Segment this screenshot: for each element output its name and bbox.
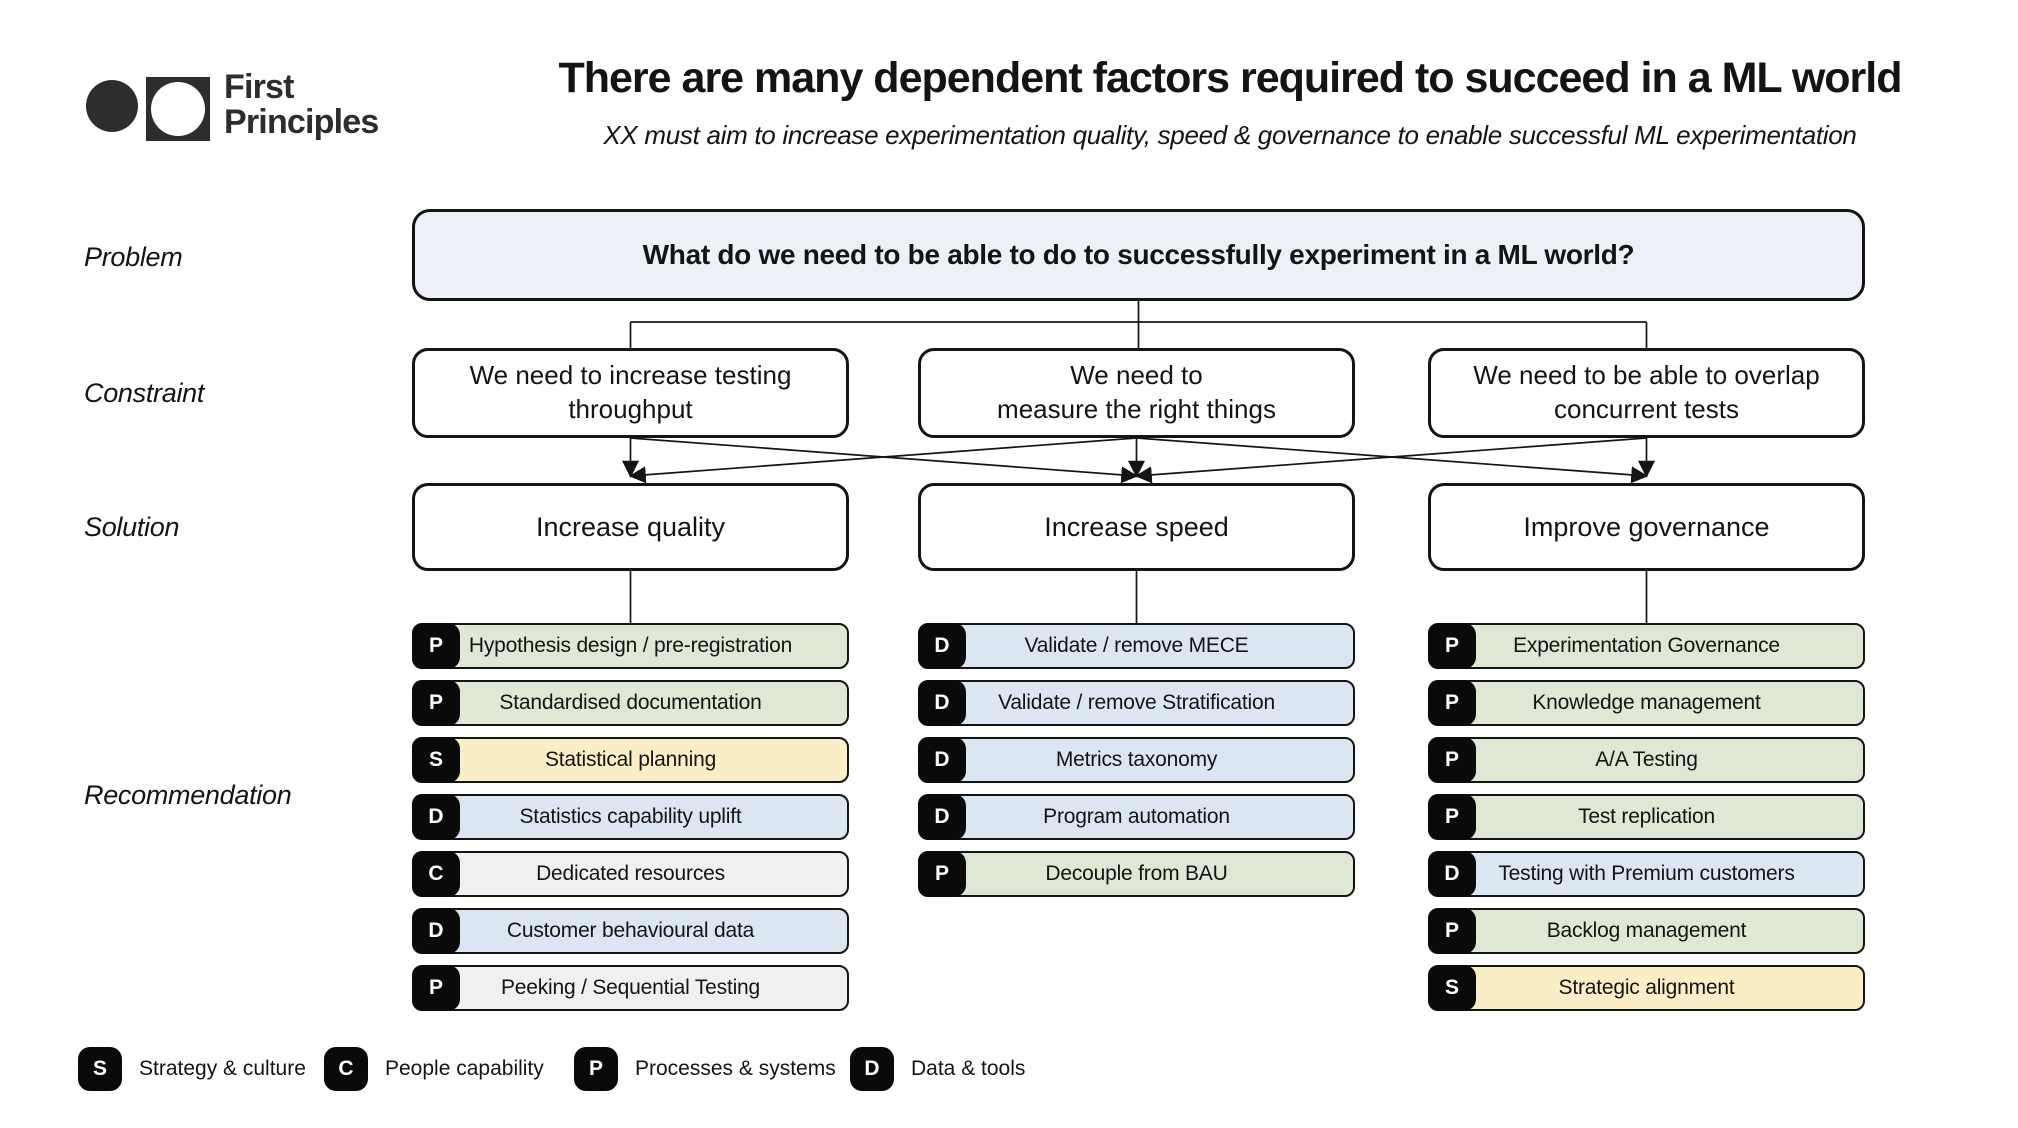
page-subtitle: XX must aim to increase experimentation … — [603, 120, 1857, 150]
recommendation-label: Dedicated resources — [536, 862, 725, 885]
recommendation-label: Standardised documentation — [499, 691, 762, 714]
recommendation-label: Validate / remove Stratification — [998, 691, 1275, 714]
recommendation-label: Metrics taxonomy — [1055, 748, 1218, 771]
legend-label: People capability — [385, 1057, 544, 1080]
recommendation-label: Program automation — [1043, 805, 1230, 828]
recommendation-label: Customer behavioural data — [506, 919, 755, 942]
recommendation-pill: D Customer behavioural data — [412, 908, 849, 954]
legend-badge-s: S — [78, 1047, 122, 1091]
constraint-box-3: We need to be able to overlap concurrent… — [1428, 348, 1865, 438]
recommendation-label: Testing with Premium customers — [1498, 862, 1795, 885]
constraint-box-1: We need to increase testing throughput — [412, 348, 849, 438]
recommendation-pill: D Validate / remove Stratification — [918, 680, 1355, 726]
recommendation-pill: D Statistics capability uplift — [412, 794, 849, 840]
recommendation-label: Validate / remove MECE — [1024, 634, 1249, 657]
category-badge-p: P — [1428, 737, 1476, 783]
recommendation-pill: S Statistical planning — [412, 737, 849, 783]
logo-wordmark: First Principles — [224, 70, 379, 140]
logo-square-inner-circle — [151, 82, 205, 136]
recommendation-label: Test replication — [1578, 805, 1715, 828]
legend-label: Strategy & culture — [139, 1057, 306, 1080]
category-badge-d: D — [918, 794, 966, 840]
category-badge-d: D — [412, 794, 460, 840]
recommendation-pill: C Dedicated resources — [412, 851, 849, 897]
category-badge-p: P — [1428, 623, 1476, 669]
legend-item-c: C People capability — [324, 1047, 544, 1091]
category-badge-p: P — [412, 623, 460, 669]
recommendation-label: Statistics capability uplift — [519, 805, 742, 828]
recommendation-label: Decouple from BAU — [1045, 862, 1228, 885]
recommendation-label: Peeking / Sequential Testing — [500, 976, 761, 999]
logo-wordmark-line1: First — [224, 68, 294, 106]
recommendation-label: Backlog management — [1546, 919, 1747, 942]
legend-badge-c: C — [324, 1047, 368, 1091]
recommendation-pill: P Decouple from BAU — [918, 851, 1355, 897]
recommendation-pill: P Knowledge management — [1428, 680, 1865, 726]
row-label-constraint: Constraint — [84, 378, 205, 408]
recommendation-label: Knowledge management — [1532, 691, 1761, 714]
recommendation-pill: P Standardised documentation — [412, 680, 849, 726]
recommendation-pill: P Experimentation Governance — [1428, 623, 1865, 669]
category-badge-p: P — [918, 851, 966, 897]
category-badge-d: D — [918, 680, 966, 726]
recommendation-pill: P Backlog management — [1428, 908, 1865, 954]
legend-item-s: S Strategy & culture — [78, 1047, 306, 1091]
logo-circle-icon — [86, 80, 138, 132]
solution-box-1: Increase quality — [412, 483, 849, 571]
recommendation-pill: P A/A Testing — [1428, 737, 1865, 783]
legend-item-p: P Processes & systems — [574, 1047, 836, 1091]
category-badge-p: P — [1428, 908, 1476, 954]
category-badge-p: P — [1428, 794, 1476, 840]
category-badge-c: C — [412, 851, 460, 897]
category-badge-s: S — [412, 737, 460, 783]
legend-label: Processes & systems — [635, 1057, 836, 1080]
category-badge-d: D — [412, 908, 460, 954]
recommendation-pill: P Hypothesis design / pre-registration — [412, 623, 849, 669]
constraint-box-2: We need to measure the right things — [918, 348, 1355, 438]
recommendation-pill: D Validate / remove MECE — [918, 623, 1355, 669]
category-badge-d: D — [918, 623, 966, 669]
recommendation-label: Strategic alignment — [1558, 976, 1735, 999]
recommendation-label: Experimentation Governance — [1513, 634, 1780, 657]
solution-box-3: Improve governance — [1428, 483, 1865, 571]
solution-box-2: Increase speed — [918, 483, 1355, 571]
recommendation-pill: D Testing with Premium customers — [1428, 851, 1865, 897]
category-badge-p: P — [412, 680, 460, 726]
legend-label: Data & tools — [911, 1057, 1026, 1080]
legend-badge-d: D — [850, 1047, 894, 1091]
category-badge-p: P — [412, 965, 460, 1011]
recommendation-pill: S Strategic alignment — [1428, 965, 1865, 1011]
category-badge-s: S — [1428, 965, 1476, 1011]
logo-wordmark-line2: Principles — [224, 103, 379, 141]
recommendation-label: A/A Testing — [1595, 748, 1698, 771]
recommendation-pill: D Program automation — [918, 794, 1355, 840]
logo-square-icon — [146, 77, 210, 141]
row-label-solution: Solution — [84, 512, 180, 542]
row-label-problem: Problem — [84, 242, 183, 272]
recommendation-pill: P Peeking / Sequential Testing — [412, 965, 849, 1011]
legend-item-d: D Data & tools — [850, 1047, 1025, 1091]
category-badge-d: D — [918, 737, 966, 783]
recommendation-label: Statistical planning — [544, 748, 717, 771]
page-title: There are many dependent factors require… — [558, 54, 1902, 102]
recommendation-pill: D Metrics taxonomy — [918, 737, 1355, 783]
category-badge-d: D — [1428, 851, 1476, 897]
recommendation-label: Hypothesis design / pre-registration — [468, 634, 793, 657]
problem-box: What do we need to be able to do to succ… — [412, 209, 1865, 301]
category-badge-p: P — [1428, 680, 1476, 726]
legend-badge-p: P — [574, 1047, 618, 1091]
row-label-recommendation: Recommendation — [84, 780, 292, 810]
recommendation-pill: P Test replication — [1428, 794, 1865, 840]
